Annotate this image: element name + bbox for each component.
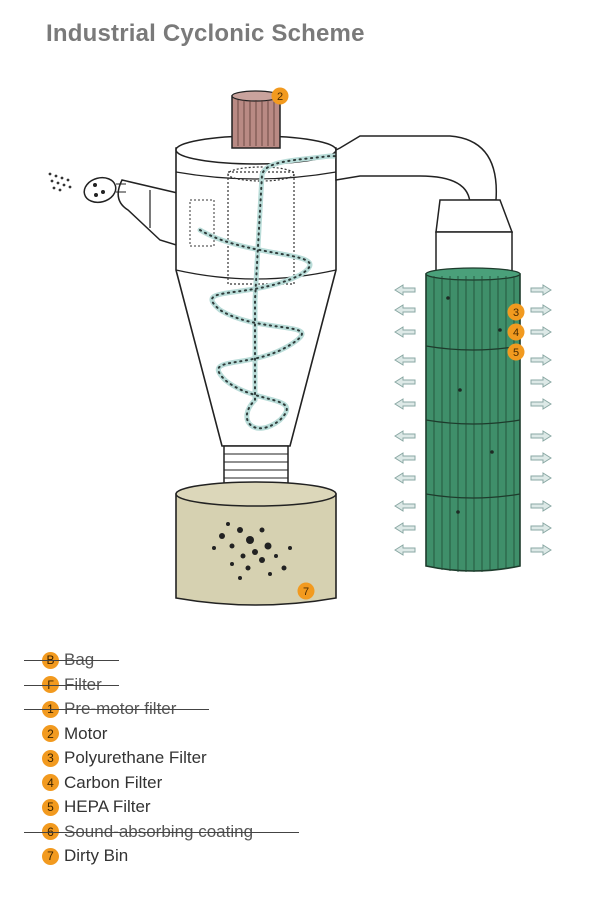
exhaust-arrows — [394, 284, 552, 556]
exhaust-arrow-icon — [530, 544, 552, 556]
exhaust-arrow-icon — [530, 354, 552, 366]
dust-particles — [212, 522, 292, 580]
legend-item: 4 Carbon Filter — [24, 771, 584, 796]
cyclone-diagram: 2 3 4 5 7 — [48, 87, 552, 606]
exhaust-arrow-icon — [530, 326, 552, 338]
exhaust-arrow-icon — [394, 544, 416, 556]
exhaust-arrow-icon — [530, 376, 552, 388]
legend-number-badge: 4 — [42, 774, 59, 792]
exhaust-arrow-icon — [530, 304, 552, 316]
legend-number-badge: 6 — [42, 823, 59, 841]
exhaust-arrow-icon — [394, 284, 416, 296]
exhaust-arrow-icon — [394, 472, 416, 484]
legend-number-badge: 1 — [42, 700, 59, 718]
legend-label: Carbon Filter — [64, 772, 163, 792]
outlet-duct — [335, 135, 514, 275]
exhaust-arrow-icon — [530, 430, 552, 442]
badge-motor: 2 — [271, 87, 289, 105]
legend-label: HEPA Filter — [64, 797, 151, 817]
page-title: Industrial Cyclonic Scheme — [46, 20, 365, 47]
exhaust-arrow-icon — [530, 500, 552, 512]
legend-number-badge: 2 — [42, 725, 59, 743]
legend-item: Г Filter — [24, 673, 584, 698]
intake-pipe — [83, 176, 187, 250]
legend-number-badge: Г — [42, 676, 59, 694]
exhaust-arrow-icon — [530, 522, 552, 534]
legend-item: 1 Pre-motor filter — [24, 697, 584, 722]
exhaust-arrow-icon — [394, 522, 416, 534]
badge-carbon: 4 — [507, 323, 525, 341]
legend-item: 5 HEPA Filter — [24, 795, 584, 820]
svg-text:7: 7 — [303, 586, 309, 598]
legend-number-badge: B — [42, 651, 59, 669]
legend-item: 7 Dirty Bin — [24, 844, 584, 869]
svg-text:4: 4 — [513, 327, 519, 339]
airflow-path — [197, 153, 483, 431]
dirty-bin — [175, 481, 337, 606]
exhaust-arrow-icon — [530, 452, 552, 464]
exhaust-arrow-icon — [394, 354, 416, 366]
legend-label: Polyurethane Filter — [64, 748, 207, 768]
legend-number-badge: 5 — [42, 798, 59, 816]
legend-item: 3 Polyurethane Filter — [24, 746, 584, 771]
svg-text:5: 5 — [513, 347, 519, 359]
legend-label: Sound-absorbing coating — [64, 821, 254, 841]
badge-polyurethane: 3 — [507, 303, 525, 321]
badge-hepa: 5 — [507, 343, 525, 361]
filter-column — [425, 267, 521, 572]
badge-dirty-bin: 7 — [297, 582, 315, 600]
exhaust-arrow-icon — [394, 304, 416, 316]
exhaust-arrow-icon — [394, 326, 416, 338]
exhaust-arrow-icon — [394, 376, 416, 388]
exhaust-arrow-icon — [530, 472, 552, 484]
exhaust-arrow-icon — [394, 398, 416, 410]
legend-number-badge: 3 — [42, 749, 59, 767]
exhaust-arrow-icon — [530, 398, 552, 410]
legend-label: Bag — [64, 650, 95, 670]
inflow-dust-icon — [48, 172, 72, 192]
legend-item: 6 Sound-absorbing coating — [24, 820, 584, 845]
legend-item: B Bag — [24, 648, 584, 673]
legend-number-badge: 7 — [42, 847, 59, 865]
legend-label: Filter — [64, 674, 102, 694]
exhaust-arrow-icon — [394, 452, 416, 464]
svg-text:2: 2 — [277, 91, 283, 103]
exhaust-arrow-icon — [394, 430, 416, 442]
svg-text:3: 3 — [513, 307, 519, 319]
exhaust-arrow-icon — [394, 500, 416, 512]
legend-label: Pre-motor filter — [64, 699, 177, 719]
exhaust-arrow-icon — [530, 284, 552, 296]
legend-label: Dirty Bin — [64, 846, 129, 866]
legend-item: 2 Motor — [24, 722, 584, 747]
legend-label: Motor — [64, 723, 108, 743]
